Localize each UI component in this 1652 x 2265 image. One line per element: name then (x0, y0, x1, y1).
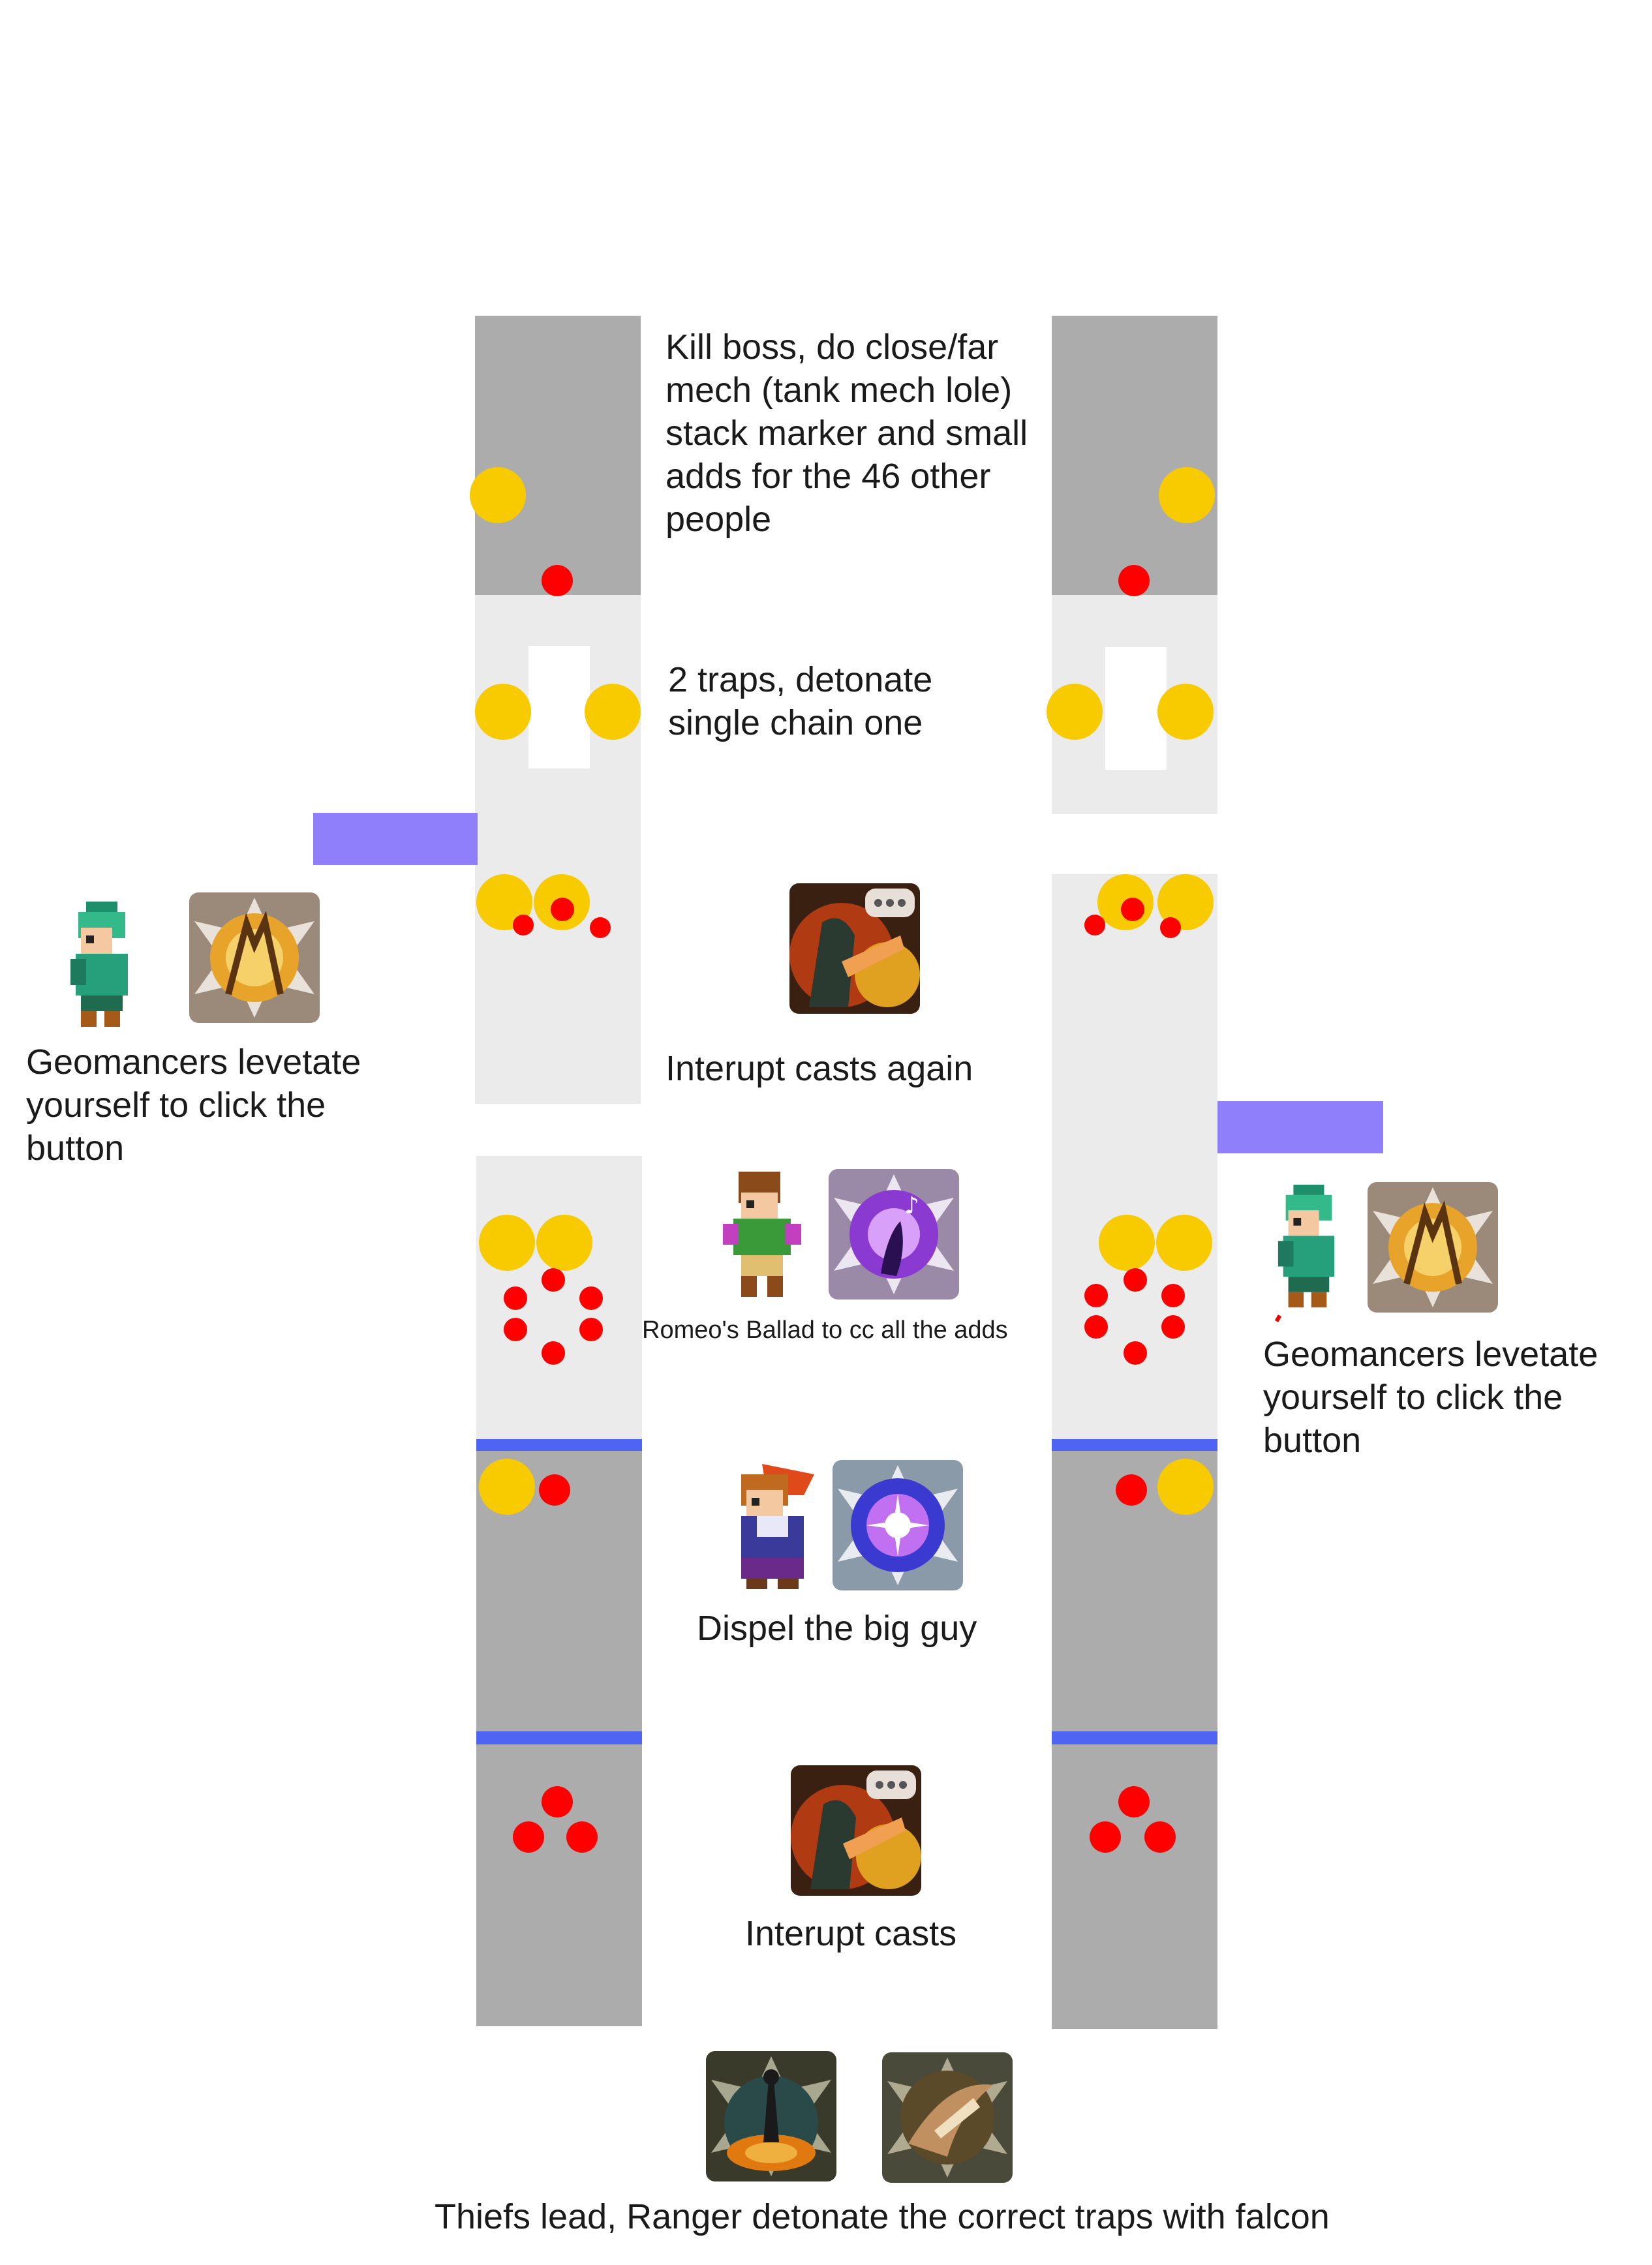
enemy-marker (590, 917, 611, 938)
levitate-skill-icon (1368, 1182, 1498, 1313)
geomancer-sprite-icon (1277, 1185, 1335, 1308)
traps-note: 2 traps, detonate single chain one (668, 660, 933, 742)
enemy-marker (551, 898, 574, 921)
right-lane-boss-room (1052, 316, 1217, 595)
enemy-marker (1118, 1786, 1150, 1817)
right-trap-pillar (1105, 647, 1167, 770)
enemy-marker (1084, 1284, 1108, 1307)
small-red-mark (1274, 1315, 1282, 1322)
enemy-marker (1090, 1821, 1121, 1853)
interrupt-note: Interupt casts (745, 1914, 957, 1953)
romeo-note: Romeo's Ballad to cc all the adds (642, 1316, 1008, 1344)
enemy-marker (1121, 898, 1144, 921)
player-marker (1159, 467, 1215, 523)
interrupt-skill-icon (791, 1765, 921, 1896)
kill-boss-note: Kill boss, do close/far mech (tank mech … (665, 327, 1028, 539)
bard-sprite-icon (723, 1172, 801, 1297)
enemy-marker (1084, 1315, 1108, 1339)
enemy-marker (542, 1341, 565, 1365)
romeos-ballad-icon: ♪ (829, 1169, 959, 1300)
player-marker (1157, 684, 1214, 740)
player-marker (536, 1215, 592, 1271)
interrupt-skill-icon (789, 883, 920, 1014)
svg-text:♪: ♪ (904, 1193, 919, 1219)
player-marker (1047, 684, 1103, 740)
player-marker (1157, 1459, 1214, 1515)
enemy-marker (504, 1318, 527, 1341)
left-button-bar (313, 813, 478, 865)
red-mage-sprite-icon (741, 1464, 814, 1589)
enemy-marker (1118, 565, 1150, 596)
enemy-marker (1144, 1821, 1176, 1853)
enemy-marker (1160, 917, 1181, 938)
left-lane-adds-room (476, 1156, 642, 1439)
enemy-marker (1124, 1341, 1147, 1365)
interrupt-again-note: Interupt casts again (665, 1049, 973, 1088)
dispel-note: Dispel the big guy (697, 1609, 977, 1648)
enemy-marker (513, 1821, 544, 1853)
enemy-marker (539, 1474, 570, 1506)
enemy-marker (579, 1318, 603, 1341)
enemy-marker (542, 565, 573, 596)
thiefs-note: Thiefs lead, Ranger detonate the correct… (435, 2197, 1330, 2236)
player-marker (1099, 1215, 1155, 1271)
thief-lead-icon (706, 2051, 836, 2181)
right-button-bar (1217, 1101, 1383, 1153)
player-marker (479, 1459, 535, 1515)
dispel-icon (833, 1460, 963, 1590)
enemy-marker (1124, 1268, 1147, 1292)
left-lane-boss-room (475, 316, 641, 595)
right-barrier-2 (1052, 1731, 1217, 1744)
enemy-marker (1116, 1474, 1147, 1506)
levitate-skill-icon (189, 892, 320, 1023)
player-marker (585, 684, 641, 740)
player-marker (1156, 1215, 1212, 1271)
geomancer-sprite-icon (70, 902, 128, 1027)
enemy-marker (1161, 1315, 1185, 1339)
enemy-marker (504, 1286, 527, 1310)
right-barrier-1 (1052, 1439, 1217, 1451)
enemy-marker (513, 915, 534, 935)
geomancer-right-note: Geomancers levetate yourself to click th… (1263, 1335, 1598, 1460)
left-barrier-2 (476, 1731, 642, 1744)
enemy-marker (579, 1286, 603, 1310)
enemy-marker (542, 1268, 565, 1292)
player-marker (470, 467, 526, 523)
enemy-marker (566, 1821, 598, 1853)
player-marker (479, 1215, 535, 1271)
enemy-marker (1084, 915, 1105, 935)
player-marker (475, 684, 531, 740)
enemy-marker (1161, 1284, 1185, 1307)
left-trap-pillar (528, 646, 590, 768)
enemy-marker (542, 1786, 573, 1817)
left-lane-gap (475, 1104, 643, 1156)
left-barrier-1 (476, 1439, 642, 1451)
ranger-falcon-icon (882, 2052, 1013, 2183)
geomancer-left-note: Geomancers levetate yourself to click th… (26, 1042, 361, 1168)
